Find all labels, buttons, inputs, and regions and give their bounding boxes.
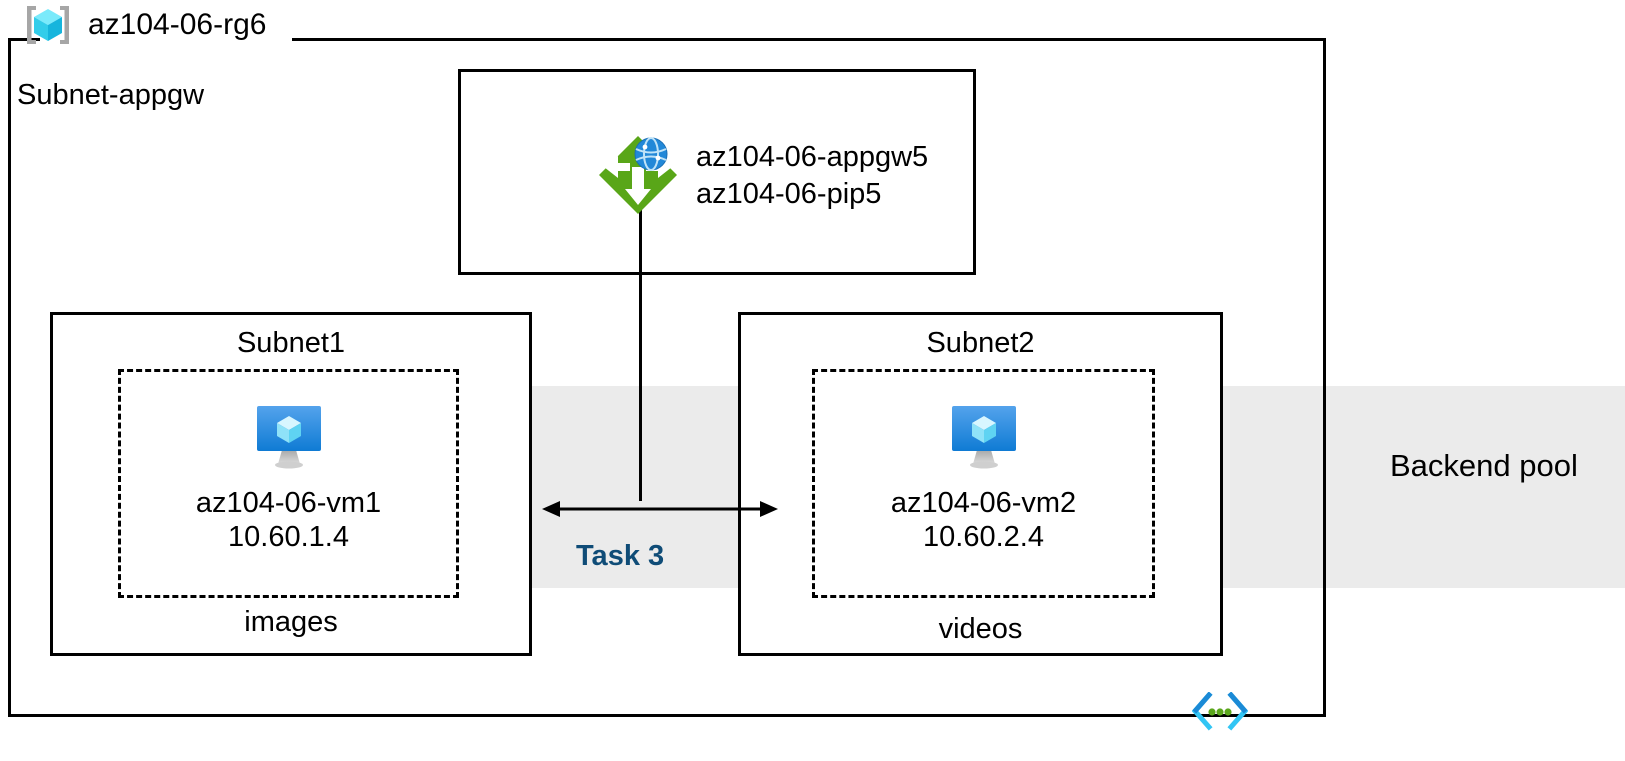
subnet1-footer-label: images xyxy=(244,606,338,638)
application-gateway-icon xyxy=(599,136,677,214)
virtual-machine-icon xyxy=(951,406,1016,469)
resource-group-cube-icon xyxy=(27,6,69,44)
gateway-vertical-connector xyxy=(639,205,642,501)
subnet2-title: Subnet2 xyxy=(926,327,1035,359)
vm1-ip: 10.60.1.4 xyxy=(228,521,349,554)
resource-group-border-left xyxy=(8,40,11,717)
vm2-ip: 10.60.2.4 xyxy=(923,521,1044,554)
arm-template-code-icon xyxy=(1192,692,1248,731)
subnet2-dashed-group xyxy=(812,369,1155,598)
application-gateway-name: az104-06-appgw5 xyxy=(696,141,929,173)
vm1-name: az104-06-vm1 xyxy=(195,487,382,519)
vm2-node: az104-06-vm2 10.60.2.4 xyxy=(812,400,1155,554)
resource-group-border-top-stub xyxy=(8,38,40,41)
subnet-appgw-box xyxy=(458,69,976,275)
resource-group-header: az104-06-rg6 xyxy=(22,2,266,48)
subnet1-title: Subnet1 xyxy=(236,327,346,359)
subnet-appgw-title: Subnet-appgw xyxy=(17,79,205,111)
subnet1-dashed-group xyxy=(118,369,459,598)
application-gateway-node: az104-06-appgw5 az104-06-pip5 xyxy=(596,133,928,217)
vm2-name: az104-06-vm2 xyxy=(890,487,1077,519)
task-3-label: Task 3 xyxy=(576,540,665,572)
resource-group-border-top xyxy=(292,38,1326,41)
application-gateway-labels: az104-06-appgw5 az104-06-pip5 xyxy=(696,133,928,213)
vm1-node: az104-06-vm1 10.60.1.4 xyxy=(118,400,459,554)
resource-group-border-bottom xyxy=(8,714,1326,717)
backend-pool-label: Backend pool xyxy=(1390,448,1578,483)
subnet2-footer-label: videos xyxy=(938,613,1023,645)
subnet-to-subnet-arrow xyxy=(542,501,778,517)
application-gateway-public-ip: az104-06-pip5 xyxy=(696,178,882,211)
resource-group-name: az104-06-rg6 xyxy=(88,8,267,41)
resource-group-border-right xyxy=(1323,38,1326,717)
virtual-machine-icon xyxy=(256,406,321,469)
